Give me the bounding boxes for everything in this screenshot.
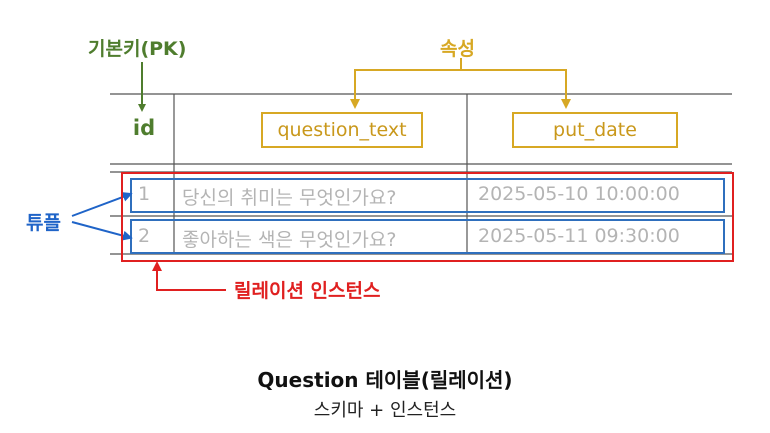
attribute-arrows [350, 58, 571, 109]
row-1-put-date: 2025-05-10 10:00:00 [478, 183, 680, 205]
row-2-id: 2 [138, 225, 151, 247]
relation-instance-box [121, 172, 734, 262]
primary-key-label: 기본키(PK) [88, 38, 187, 60]
column-header-id: id [132, 116, 156, 140]
column-header-question-text: question_text [261, 112, 423, 148]
tuple-arrow-2 [71, 221, 133, 241]
caption-title: Question 테이블(릴레이션) [257, 368, 513, 392]
row-2-put-date: 2025-05-11 09:30:00 [478, 225, 680, 247]
row-2-question-text: 좋아하는 색은 무엇인가요? [182, 229, 397, 251]
attribute-label: 속성 [440, 38, 475, 60]
tuple-arrow-1 [71, 192, 133, 217]
relation-instance-label: 릴레이션 인스턴스 [234, 280, 381, 302]
tuple-label: 튜플 [26, 212, 61, 234]
caption-subtitle: 스키마 + 인스턴스 [313, 400, 457, 421]
row-1-question-text: 당신의 취미는 무엇인가요? [182, 187, 397, 209]
row-1-id: 1 [138, 183, 151, 205]
column-header-put-date: put_date [512, 112, 678, 148]
relation-instance-arrow [156, 270, 226, 291]
